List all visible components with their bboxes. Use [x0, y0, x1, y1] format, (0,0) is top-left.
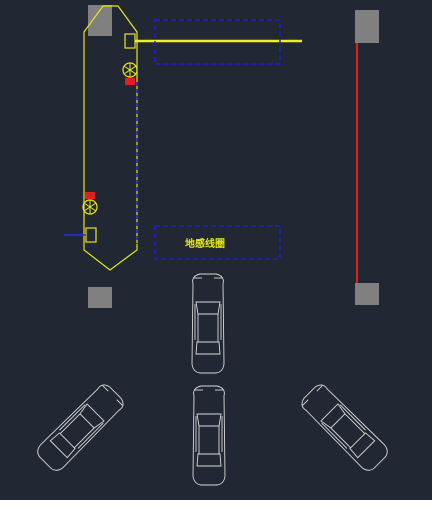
- detection-area-label: 地感线圈: [185, 237, 225, 250]
- car-outline-icon: [191, 273, 225, 374]
- post-top-right: [355, 10, 379, 43]
- upper-detection-loop: [154, 19, 281, 65]
- car-outline-icon: [192, 385, 226, 486]
- car-outline-icon: [37, 384, 124, 471]
- signal-base: [125, 78, 135, 85]
- post-bottom-right: [355, 283, 379, 305]
- post-bottom-left: [88, 287, 112, 308]
- car-outline-icon: [301, 384, 388, 471]
- cars-group: [37, 273, 388, 486]
- signal-base: [85, 192, 95, 199]
- traffic-light-icon: [122, 62, 138, 85]
- traffic-light-icon: [82, 192, 98, 215]
- bottom-border: [0, 500, 432, 505]
- lower-detection-loop: [154, 225, 281, 260]
